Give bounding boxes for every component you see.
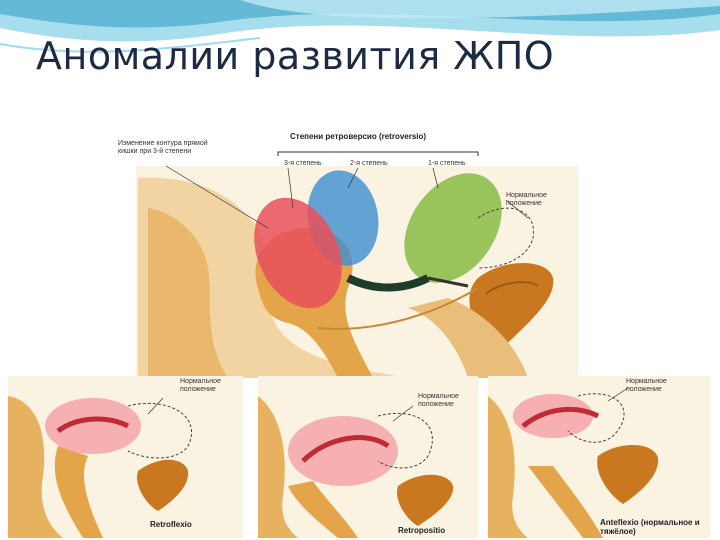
- panel-1-normal-label: Нормальное положение: [180, 378, 221, 393]
- slide-title: Аномалии развития ЖПО: [36, 34, 555, 78]
- panel-3-caption: Anteflexio (нормальное и тяжёлое): [600, 518, 700, 536]
- panel-anteflexio: [488, 376, 710, 538]
- main-figure-heading: Степени ретроверсио (retroversio): [290, 132, 427, 141]
- main-figure: [136, 151, 578, 378]
- panel-3-normal-label: Нормальное положение: [626, 378, 667, 393]
- panel-2-caption: Retropositio: [398, 526, 446, 535]
- label-normal-main: Нормальное положение: [506, 192, 547, 207]
- panel-retroflexio: [8, 376, 243, 538]
- label-contour: Изменение контура прямой кишки при 3-й с…: [118, 140, 208, 155]
- header-wave-decoration: [0, 0, 720, 53]
- label-degree-2: 2-я степень: [350, 160, 388, 167]
- panel-2-normal-label: Нормальное положение: [418, 393, 459, 408]
- label-degree-3: 3-я степень: [284, 160, 322, 167]
- label-degree-1: 1-я степень: [428, 160, 466, 167]
- panel-retropositio: [258, 376, 478, 538]
- panel-1-caption: Retroflexio: [150, 520, 192, 529]
